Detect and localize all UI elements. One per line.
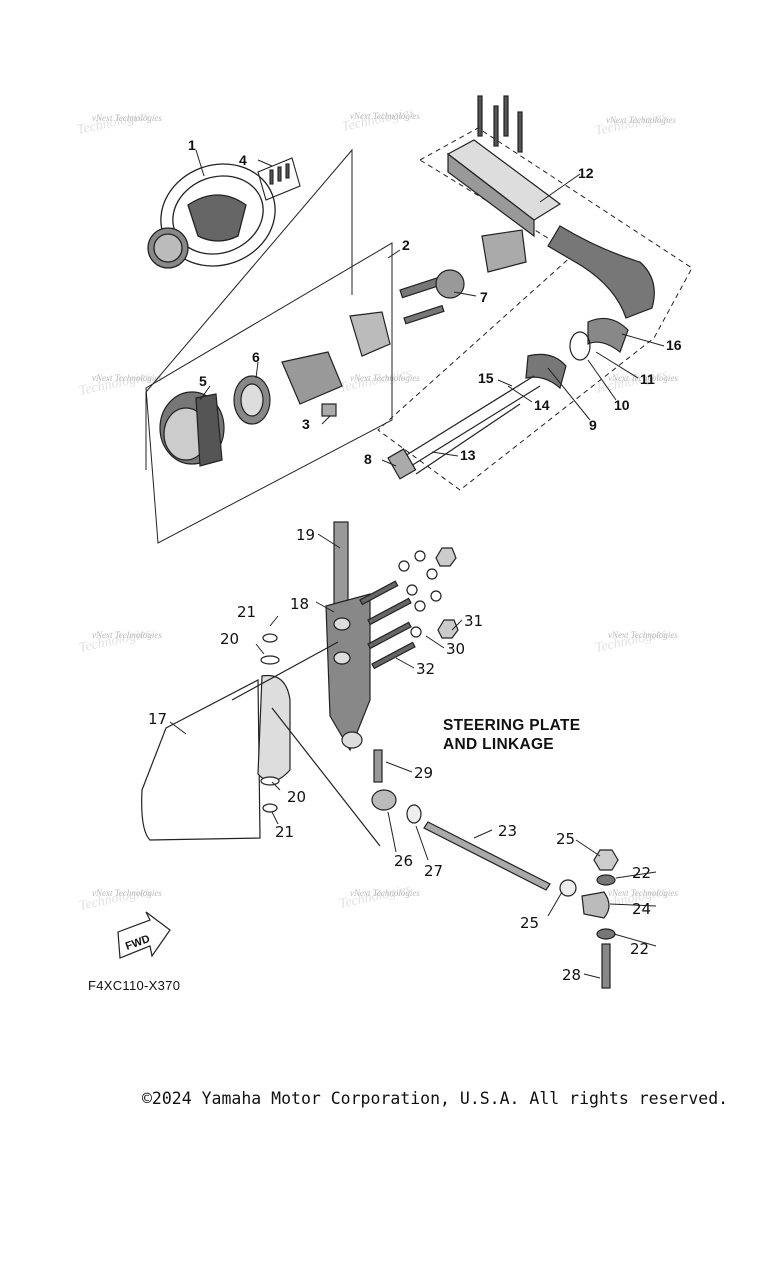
- copyright-notice: ©2024 Yamaha Motor Corporation, U.S.A. A…: [142, 1089, 729, 1108]
- callout-22-bottom: 22: [630, 940, 649, 958]
- diagram-title: STEERING PLATE AND LINKAGE: [443, 716, 703, 754]
- callout-4: 4: [239, 152, 247, 168]
- callout-2: 2: [402, 237, 410, 253]
- screw-set: [257, 157, 301, 201]
- watermark: vNext Technologies: [608, 630, 678, 640]
- callout-18: 18: [290, 595, 309, 613]
- shaft-block: [399, 229, 527, 325]
- cable-set: [387, 317, 629, 480]
- callout-15: 15: [478, 370, 494, 386]
- callout-23: 23: [498, 822, 517, 840]
- watermark: vNext Technologies: [92, 630, 162, 640]
- callout-31: 31: [464, 612, 483, 630]
- watermark: vNext Technologies: [92, 113, 162, 123]
- callout-3: 3: [302, 416, 310, 432]
- callout-14: 14: [534, 397, 550, 413]
- callout-21-top: 21: [237, 603, 256, 621]
- diagram-title-line1: STEERING PLATE: [443, 717, 581, 734]
- callout-1: 1: [188, 137, 196, 153]
- helm-assembly: [159, 311, 391, 467]
- callouts: 1 2 3 4 5 6 7 8 9 10 11 12 13 14 15 16 1…: [148, 137, 682, 984]
- callout-25-bottom: 25: [520, 914, 539, 932]
- fwd-arrow-icon: FWD: [117, 911, 171, 959]
- callout-29: 29: [414, 764, 433, 782]
- leader-lines: [169, 149, 665, 979]
- callout-12: 12: [578, 165, 594, 181]
- callout-20-top: 20: [220, 630, 239, 648]
- watermark: vNext Technologies: [350, 373, 420, 383]
- watermark: vNext Technologies: [608, 373, 678, 383]
- watermark: vNext Technologies: [350, 111, 420, 121]
- watermark: vNext Technologies: [92, 373, 162, 383]
- callout-21-bottom: 21: [275, 823, 294, 841]
- callout-17: 17: [148, 710, 167, 728]
- callout-10: 10: [614, 397, 630, 413]
- callout-8: 8: [364, 451, 372, 467]
- callout-28: 28: [562, 966, 581, 984]
- watermark: vNext Technologies: [608, 888, 678, 898]
- assembly-outlines: [145, 127, 693, 544]
- watermark: vNext Technologies: [92, 888, 162, 898]
- callout-9: 9: [589, 417, 597, 433]
- callout-11: 11: [640, 371, 655, 387]
- diagram-title-line2: AND LINKAGE: [443, 736, 554, 753]
- callout-30: 30: [446, 640, 465, 658]
- callout-6: 6: [252, 349, 260, 365]
- callout-27: 27: [424, 862, 443, 880]
- callout-19: 19: [296, 526, 315, 544]
- callout-5: 5: [199, 373, 207, 389]
- callout-20-bottom: 20: [287, 788, 306, 806]
- diagram-code: F4XC110-X370: [88, 978, 181, 993]
- callout-22-top: 22: [632, 864, 651, 882]
- callout-7: 7: [480, 289, 488, 305]
- callout-13: 13: [460, 447, 476, 463]
- steering-wheel: [147, 163, 276, 269]
- callout-32: 32: [416, 660, 435, 678]
- callout-25-top: 25: [556, 830, 575, 848]
- steering-box: [446, 95, 655, 319]
- watermark: vNext Technologies: [606, 115, 676, 125]
- callout-26: 26: [394, 852, 413, 870]
- steering-plate-linkage: [141, 521, 619, 989]
- callout-24: 24: [632, 900, 651, 918]
- watermark: vNext Technologies: [350, 888, 420, 898]
- callout-16: 16: [666, 337, 682, 353]
